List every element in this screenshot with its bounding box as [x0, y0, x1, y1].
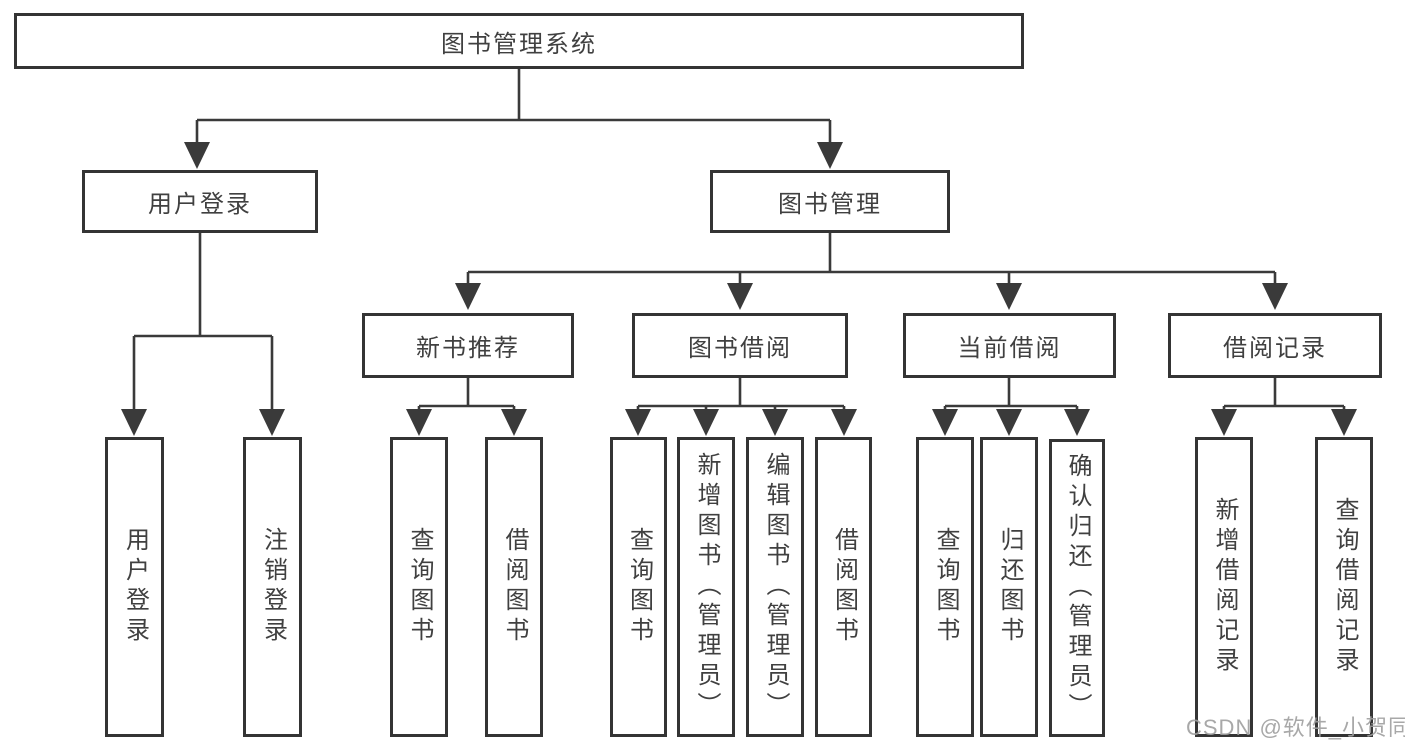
leaf-borrowing-add-books-admin: 新增图书（管理员）: [677, 437, 735, 737]
leaf-borrowing-query-books: 查询图书: [610, 437, 667, 737]
node-root-system: 图书管理系统: [14, 13, 1024, 69]
leaf-logout: 注销登录: [243, 437, 302, 737]
node-book-borrowing-label: 图书借阅: [688, 335, 792, 362]
node-root-label: 图书管理系统: [441, 30, 597, 58]
node-user-login: 用户登录: [82, 170, 318, 233]
node-book-management-label: 图书管理: [778, 191, 882, 218]
node-borrow-records: 借阅记录: [1168, 313, 1382, 378]
node-book-borrowing: 图书借阅: [632, 313, 848, 378]
node-new-book-recommend: 新书推荐: [362, 313, 574, 378]
leaf-records-query-record: 查询借阅记录: [1315, 437, 1373, 737]
leaf-recommend-query-books: 查询图书: [390, 437, 448, 737]
leaf-records-add-record: 新增借阅记录: [1195, 437, 1253, 737]
leaf-current-confirm-return-admin: 确认归还（管理员）: [1049, 439, 1105, 737]
leaf-borrowing-borrow-books: 借阅图书: [815, 437, 872, 737]
leaf-current-query-books: 查询图书: [916, 437, 974, 737]
node-user-login-label: 用户登录: [148, 191, 252, 218]
leaf-current-return-books: 归还图书: [980, 437, 1038, 737]
leaf-recommend-borrow-books: 借阅图书: [485, 437, 543, 737]
leaf-borrowing-edit-books-admin: 编辑图书（管理员）: [746, 437, 804, 737]
node-borrow-records-label: 借阅记录: [1223, 335, 1327, 362]
csdn-watermark: CSDN @软件_小贺同学: [1186, 715, 1405, 740]
node-book-management: 图书管理: [710, 170, 950, 233]
node-current-borrowing-label: 当前借阅: [957, 335, 1062, 362]
leaf-user-login: 用户登录: [105, 437, 164, 737]
node-new-book-recommend-label: 新书推荐: [416, 335, 520, 362]
node-current-borrowing: 当前借阅: [903, 313, 1116, 378]
